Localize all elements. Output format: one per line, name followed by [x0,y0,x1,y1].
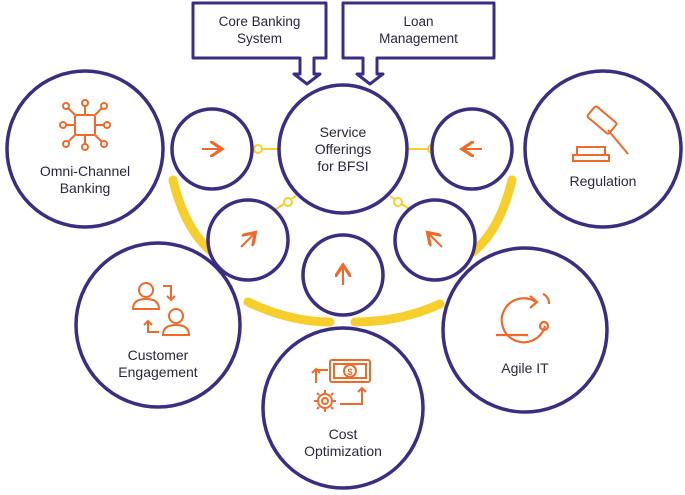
gavel-icon [572,105,629,162]
arrow-up-left-icon [429,234,443,248]
user-exchange-icon [131,282,191,336]
agile-cycle-icon [496,292,551,344]
callout-loan-management [341,1,496,86]
regulation-label: Regulation [569,173,637,189]
regulation-circle[interactable] [523,69,683,229]
agile-it-label: Agile IT [501,360,549,376]
connector-bands [168,175,517,327]
network-hub-icon [59,99,111,151]
agile-it-circle[interactable] [441,246,609,414]
money-gear-icon: $ [311,359,371,412]
service-offerings-circle[interactable] [277,83,409,215]
customer-engagement-circle[interactable] [74,241,242,409]
cost-optimization-circle[interactable] [261,326,425,490]
callout-core-banking [191,1,328,86]
arrow-up-right-icon [240,234,254,248]
svg-text:$: $ [347,367,352,377]
